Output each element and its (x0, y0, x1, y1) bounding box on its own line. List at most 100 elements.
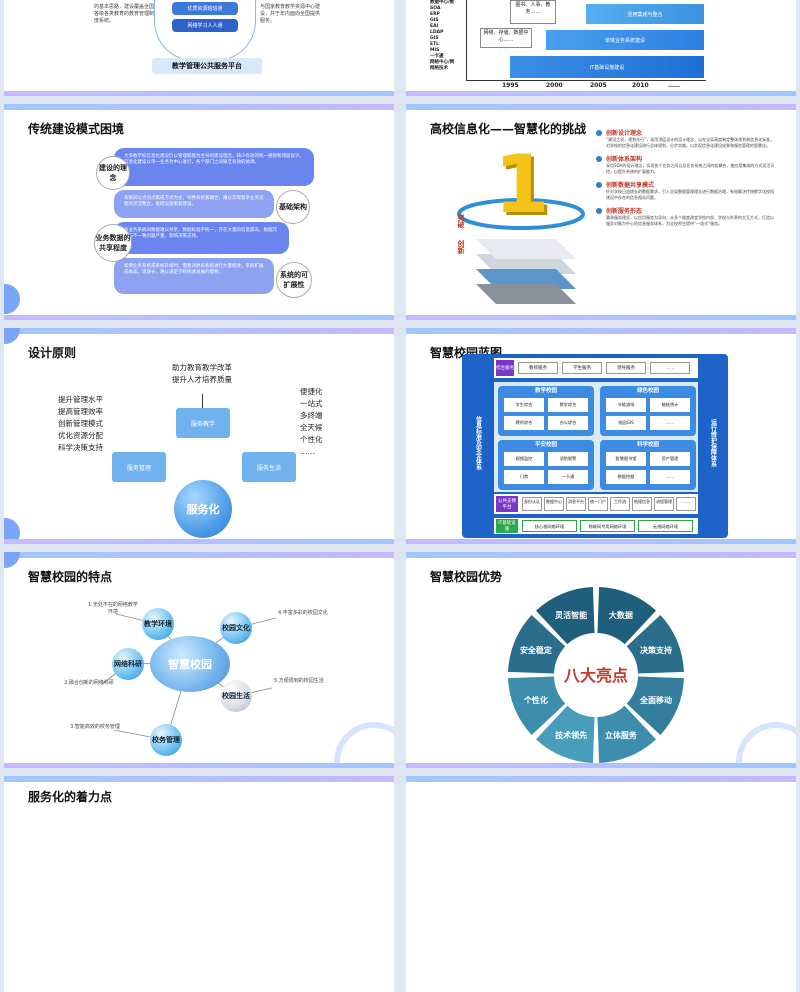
app-module[interactable]: 消防报警 (548, 452, 588, 466)
slide-service-focus[interactable]: 服务化的着力点 (4, 776, 394, 992)
challenge-body: 秉承服务理念，以应用服务为导向，从多个维度改变学校内部、学校与外界的交互方式，打… (606, 215, 774, 226)
slide1-banner: 教学管理公共服务平台 (152, 58, 262, 74)
support-item[interactable]: …… (676, 497, 696, 511)
app-module[interactable]: 门禁 (504, 470, 544, 484)
wheel-segment-label: 安全稳定 (520, 645, 552, 655)
slide-platform-overview[interactable]: 的基本思路，建设覆盖全国各级各类教育的教育管理制度系统。 与国家教育教学资源中心… (4, 0, 394, 96)
app-module[interactable]: 办公综合 (548, 416, 588, 430)
app-module[interactable]: 视频监控 (504, 452, 544, 466)
left-list-item: 提升管理水平 (58, 395, 103, 404)
slide7-note-2: 2.融合创新的网络科研 (64, 680, 114, 686)
challenge-head: 创新服务形态 (606, 208, 643, 215)
app-module[interactable]: …… (650, 416, 690, 430)
slide-smart-campus-advantages[interactable]: 智慧校园优势 大数据决策支持全面移动立体服务技术领先个性化安全稳定灵活智能八大亮… (406, 552, 796, 768)
app-module[interactable]: 节能减排 (606, 398, 646, 412)
support-item[interactable]: 数据中心 (544, 497, 564, 511)
slide-next[interactable] (406, 776, 796, 992)
slide7-note-1: 1.无处不在的网络教学环境 (88, 602, 138, 615)
bullet-icon (596, 182, 602, 188)
slide8-top-bar (406, 552, 796, 558)
slide3-card-scalability: 新增业务系统或系统升级时，需要对原有系统进行大量修改，系统扩展成本高，周期长，难… (114, 258, 274, 294)
slide2-bottom-bar (406, 91, 796, 96)
slide-traditional-dilemma[interactable]: 传统建设模式困境 大多数学校信息化建设仍以管理职能为主导的建设理念，缺少有效的统… (4, 104, 394, 320)
slide10-top-bar (406, 776, 796, 782)
layer-slab (476, 239, 576, 259)
year-label: 2010 (632, 82, 649, 89)
support-item[interactable]: 统一门户 (588, 497, 608, 511)
app-module[interactable]: 能耗统计 (650, 398, 690, 412)
slide6-support-label: 公共支撑平台 (496, 496, 518, 512)
slide2-card-network: 网络、存储、数据中心…… (480, 28, 532, 48)
slide7-note-5: 5.方便周到的校园生活 (274, 678, 324, 684)
portal-item[interactable]: 教师服务 (518, 362, 558, 374)
app-module[interactable]: 学生综合 (504, 398, 544, 412)
app-module[interactable]: 一卡通 (548, 470, 588, 484)
wheel-segment-label: 大数据 (609, 610, 633, 620)
slide2-xaxis (466, 80, 706, 81)
slide5-title: 设计原则 (28, 346, 77, 360)
wheel-segment-label: 个性化 (523, 695, 548, 705)
app-module[interactable]: 教学综合 (548, 398, 588, 412)
slide9-title: 服务化的着力点 (28, 790, 113, 804)
portal-item[interactable]: 学生服务 (562, 362, 602, 374)
slide4-big-number: 1 (494, 138, 550, 231)
right-list-item: 个性化 (300, 435, 323, 444)
slide6-infra-items: 核心校网络环境物联网专用网络环境无线网络环境 (522, 520, 698, 532)
slide7-node-research: 网络科研 (112, 648, 144, 680)
support-item[interactable]: 消息平台 (566, 497, 586, 511)
infra-item[interactable]: 核心校网络环境 (522, 520, 577, 532)
app-module[interactable]: 智慧图书馆 (606, 452, 646, 466)
app-group: 绿色校园节能减排能耗统计校园GIS…… (600, 386, 696, 436)
challenge-head: 创新体系架构 (606, 156, 643, 163)
rotation-arrow-icon (457, 198, 585, 230)
left-list-item: 优化资源分配 (58, 431, 103, 440)
support-item[interactable]: 流程管理 (654, 497, 674, 511)
infra-item[interactable]: 物联网专用网络环境 (580, 520, 635, 532)
slide6-infra-label: IT基础设施 (496, 519, 518, 533)
wheel-segment-label: 全面移动 (639, 695, 672, 705)
left-list-item: 科学决策支持 (58, 443, 103, 452)
right-list-item: 全天候 (300, 423, 323, 432)
slide6-support-row (494, 494, 698, 514)
slide-smart-campus-blueprint[interactable]: 智慧校园蓝图 信息标准及安全体系 运行维护保障体系 综合服务 教师服务学生服务领… (406, 328, 796, 544)
support-item[interactable]: 身份认证 (522, 497, 542, 511)
app-module[interactable]: …… (650, 470, 690, 484)
slide3-card-data-sharing: 各业务系统间数据难以共享，数据标准不统一，存在大量的信息孤岛，数据冗余与不一致问… (114, 222, 289, 254)
app-group-title: 平安校园 (534, 442, 557, 448)
slide3-deco-circle (4, 284, 20, 314)
slide-smart-challenge[interactable]: 高校信息化——智慧化的挑战 1 突破 创新 创新设计理念“建设之初，规划先行”，… (406, 104, 796, 320)
slide5-box-management: 服务管理 (112, 452, 166, 482)
slide1-bottom-bar (4, 91, 394, 96)
slide-design-principles[interactable]: 设计原则 助力教育教学改革 提升人才培养质量 提升管理水平提高管理效率创新管理模… (4, 328, 394, 544)
support-item[interactable]: 工作流 (610, 497, 630, 511)
slide2-step-business: 单体业务系统建设 (546, 30, 704, 50)
yaxis-label: 一卡通 (430, 54, 444, 59)
app-module[interactable]: 教师综合 (504, 416, 544, 430)
app-module[interactable]: 数据挖掘 (606, 470, 646, 484)
infra-item[interactable]: 无线网络环境 (638, 520, 693, 532)
wheel-center-label: 八大亮点 (563, 666, 628, 685)
portal-item[interactable]: …… (650, 362, 690, 374)
slide-smart-campus-features[interactable]: 智慧校园的特点 智慧校园 教学环境 校园文化 网络科研 校园生活 校务管理 1.… (4, 552, 394, 768)
year-label: 1995 (502, 82, 519, 89)
slide4-title: 高校信息化——智慧化的挑战 (430, 122, 587, 136)
slide8-bottom-bar (406, 763, 796, 768)
app-group-title: 教学校园 (534, 388, 557, 394)
support-item[interactable]: 地理信息 (632, 497, 652, 511)
challenge-head: 创新设计理念 (606, 130, 643, 137)
app-module[interactable]: 资产管理 (650, 452, 690, 466)
slide7-center: 智慧校园 (150, 636, 230, 692)
wheel-segment (626, 676, 684, 736)
slide1-text-right: 与国家教育教学资源中心建设，并于年内面向全国提供服务。 (260, 4, 321, 24)
bullet-icon (596, 156, 602, 162)
app-group: 科学校园智慧图书馆资产管理数据挖掘…… (600, 440, 696, 490)
yaxis-label: SOA (430, 6, 441, 11)
app-module[interactable]: 校园GIS (606, 416, 646, 430)
portal-item[interactable]: 领导服务 (606, 362, 646, 374)
slide2-year-axis: 1995 2000 2005 2010 …… (502, 82, 702, 92)
right-list-item: 一站式 (300, 399, 323, 408)
right-list-item: 多终端 (300, 411, 323, 420)
right-list-item: …… (300, 447, 315, 456)
slide6-bottom-bar (406, 539, 796, 544)
